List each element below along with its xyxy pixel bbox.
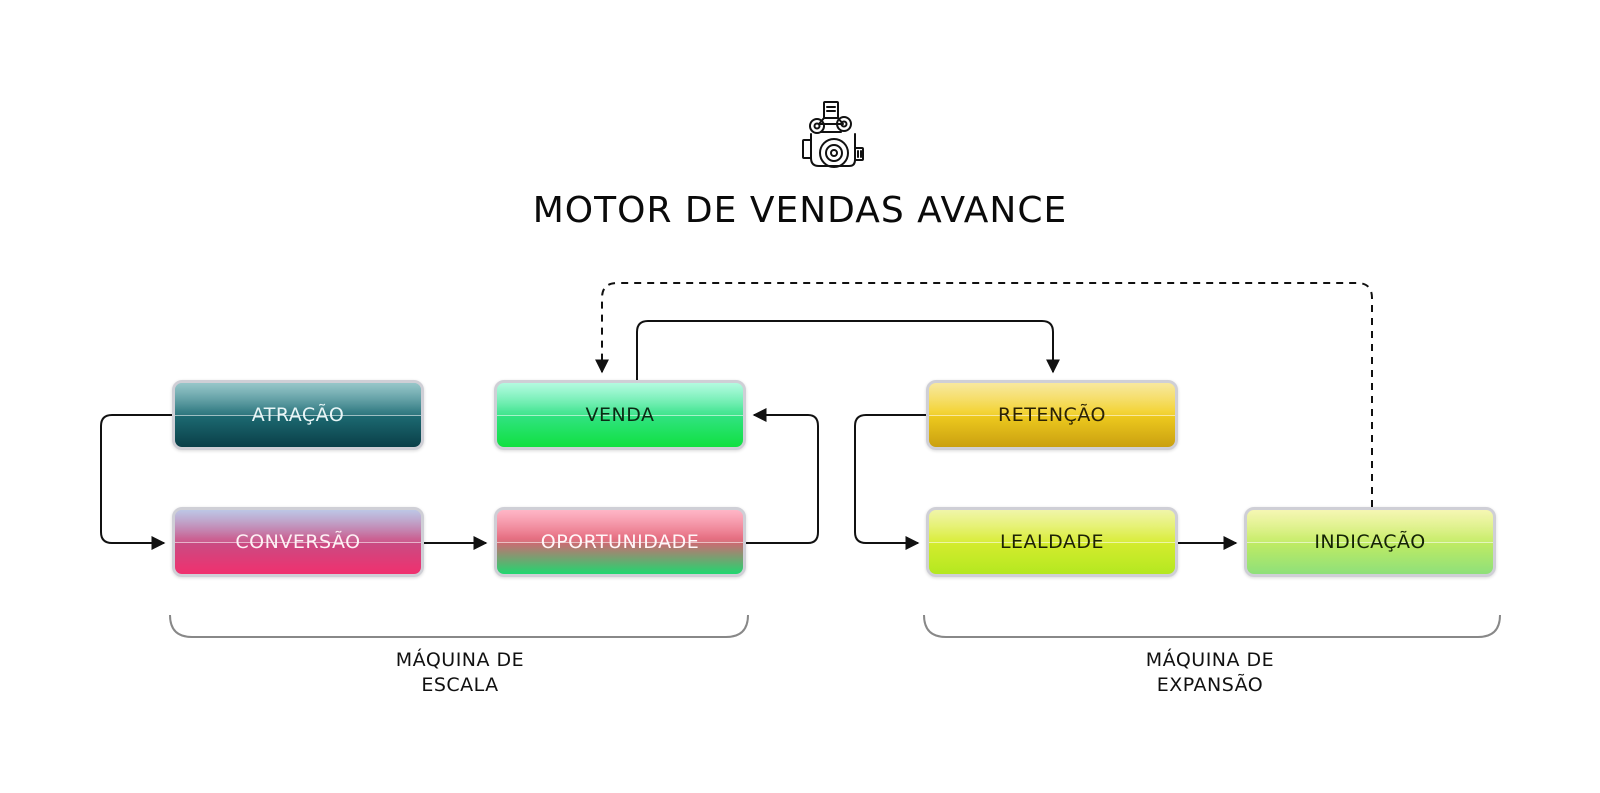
arrow-oportunidade-venda (746, 408, 819, 544)
group-expansao-line2: EXPANSÃO (1156, 674, 1264, 696)
group-expansao-line1: MÁQUINA DE (1145, 649, 1275, 671)
stage-oportunidade-label: OPORTUNIDADE (540, 531, 700, 553)
stage-lealdade: LEALDADE (926, 507, 1178, 577)
stage-indicacao: INDICAÇÃO (1244, 507, 1496, 577)
arrow-indicacao-venda (595, 282, 1373, 507)
arrow-venda-retencao (636, 320, 1060, 380)
engine-icon (802, 101, 864, 168)
group-label-escala: MÁQUINA DE ESCALA (360, 648, 560, 698)
stage-conversao: CONVERSÃO (172, 507, 424, 577)
stage-atracao-label: ATRAÇÃO (251, 404, 345, 426)
brace-expansao (923, 614, 1501, 638)
stage-atracao: ATRAÇÃO (172, 380, 424, 450)
stage-retencao-label: RETENÇÃO (998, 404, 1106, 426)
group-escala-line1: MÁQUINA DE (395, 649, 525, 671)
arrow-retencao-lealdade (854, 414, 926, 550)
group-escala-line2: ESCALA (421, 674, 499, 696)
stage-oportunidade: OPORTUNIDADE (494, 507, 746, 577)
stage-retencao: RETENÇÃO (926, 380, 1178, 450)
arrow-atracao-conversao (100, 414, 172, 550)
stage-venda: VENDA (494, 380, 746, 450)
stage-lealdade-label: LEALDADE (999, 531, 1105, 553)
stage-venda-label: VENDA (585, 404, 655, 426)
stage-conversao-label: CONVERSÃO (235, 531, 361, 553)
brace-escala (169, 614, 749, 638)
diagram-title: MOTOR DE VENDAS AVANCE (532, 190, 1068, 231)
stage-indicacao-label: INDICAÇÃO (1314, 531, 1426, 553)
group-label-expansao: MÁQUINA DE EXPANSÃO (1110, 648, 1310, 698)
